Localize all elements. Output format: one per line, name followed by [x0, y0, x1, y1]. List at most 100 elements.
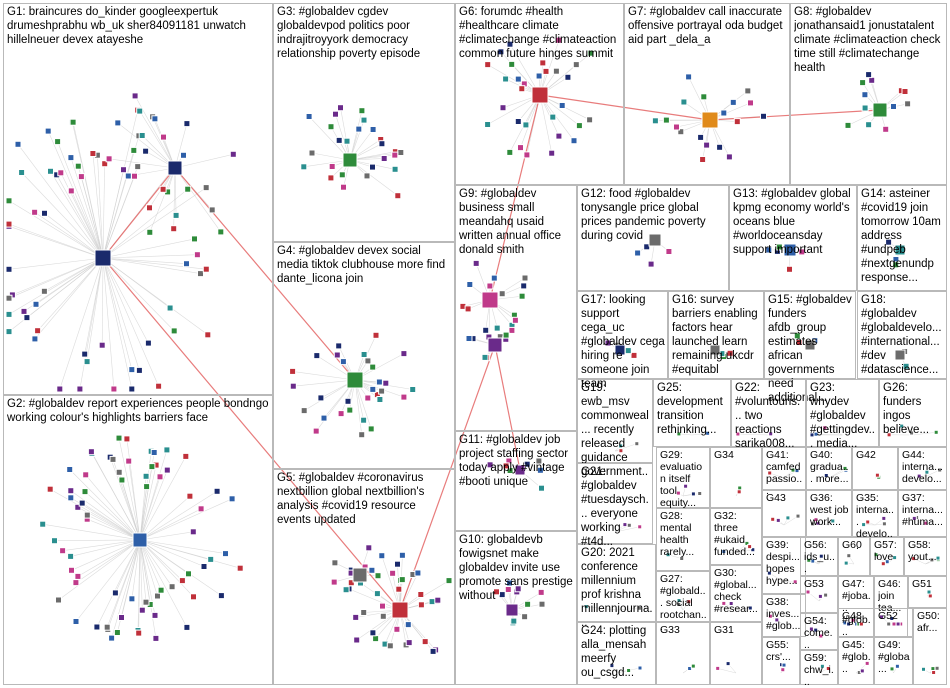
group-box-g60: G60: [838, 537, 870, 576]
group-label-g28: G28: mental health rarely...: [660, 510, 707, 558]
group-box-g49: G49: #globa...: [874, 637, 913, 685]
group-label-g22: G22: #voluntouris... two reactions sarik…: [735, 381, 803, 451]
group-box-g9: G9: #globaldev business small meandahq u…: [455, 185, 577, 431]
group-label-g13: G13: #globaldev global kpmg economy worl…: [733, 187, 854, 257]
group-box-g55: G55: crs'...: [762, 637, 800, 685]
group-box-g19: G19: ewb_msv commonweal... recently rele…: [577, 379, 653, 463]
group-box-g14: G14: asteiner #covid19 join tomorrow 10a…: [857, 185, 947, 291]
group-box-g24: G24: plotting alla_mensah meerfy ou_csgd…: [577, 622, 656, 685]
group-box-g52: G52: [874, 608, 913, 637]
group-box-g21: G21: #globaldev #tuesdaysch... everyone …: [577, 463, 653, 544]
group-label-g25: G25: development transition rethinking..…: [657, 381, 728, 437]
group-label-g50: G50: afr...: [917, 610, 944, 634]
group-box-g17: G17: looking support cega_uc #globaldev …: [577, 291, 668, 379]
group-box-g27: G27: #globald... social rootchan...: [656, 571, 710, 622]
group-label-g4: G4: #globaldev devex social media tiktok…: [277, 244, 452, 286]
group-label-g6: G6: forumdc #health #healthcare climate …: [459, 5, 621, 61]
group-label-g37: G37: interna... #huma...: [902, 492, 944, 528]
group-label-g57: G57: love: [874, 539, 901, 563]
group-box-g1: G1: braincures do_kinder googleexpertuk …: [3, 3, 273, 395]
group-label-g17: G17: looking support cega_uc #globaldev …: [581, 293, 665, 391]
group-label-g42: G42: [856, 449, 895, 461]
group-box-g48: G48: [838, 608, 874, 637]
group-label-g56: G56: ids_u...: [804, 539, 835, 575]
group-label-g30: G30: #global... check #resear...: [714, 567, 759, 615]
group-label-g7: G7: #globaldev call inaccurate offensive…: [628, 5, 787, 47]
group-box-g57: G57: love: [870, 537, 904, 576]
group-label-g43: G43: [766, 492, 803, 504]
group-box-g54: G54: come...: [800, 613, 838, 650]
group-box-g12: G12: food #globaldev tonysangle price gl…: [577, 185, 729, 291]
group-box-g36: G36: west job work...: [806, 490, 852, 537]
group-box-g53: G53: [800, 576, 838, 613]
group-label-g39: G39: despi... hopes hype...: [766, 539, 803, 587]
group-label-g38: G38: inves... #glob...: [766, 596, 803, 632]
group-label-g5: G5: #globaldev #coronavirus nextbillion …: [277, 471, 452, 527]
group-label-g49: G49: #globa...: [878, 639, 910, 675]
group-label-g18: G18: #globaldev #globaldevelo... #intern…: [861, 293, 944, 377]
group-label-g23: G23: whydev #globaldev #gettingdev... me…: [810, 381, 876, 451]
group-box-g59: G59: chw_i...: [800, 650, 838, 685]
group-label-g51: G51: [912, 578, 944, 590]
group-label-g53: G53: [804, 578, 835, 590]
group-box-g11: G11: #globaldev job project staffing sec…: [455, 431, 577, 531]
group-box-g20: G20: 2021 conference millennium prof kri…: [577, 544, 656, 622]
group-label-g21: G21: #globaldev #tuesdaysch... everyone …: [581, 465, 650, 549]
group-box-g56: G56: ids_u...: [800, 537, 838, 576]
group-label-g58: G58: yout...: [908, 539, 944, 563]
group-label-g29: G29: evaluation itself tool equity...: [660, 449, 707, 509]
group-box-g42: G42: [852, 447, 898, 490]
group-label-g12: G12: food #globaldev tonysangle price gl…: [581, 187, 726, 243]
group-label-g52: G52: [878, 610, 910, 622]
group-label-g44: G44: interna... develo...: [902, 449, 944, 485]
group-box-g4: G4: #globaldev devex social media tiktok…: [273, 242, 455, 469]
group-box-g35: G35: interna... develo...: [852, 490, 898, 537]
group-label-g45: G45: #glob...: [842, 639, 871, 675]
group-label-g24: G24: plotting alla_mensah meerfy ou_csgd…: [581, 624, 653, 680]
group-label-g32: G32: three #ukaid funded...: [714, 510, 759, 558]
group-label-g16: G16: survey barriers enabling factors he…: [672, 293, 761, 377]
group-box-g2: G2: #globaldev report experiences people…: [3, 395, 273, 685]
group-label-g54: G54: come...: [804, 615, 835, 651]
group-label-g14: G14: asteiner #covid19 join tomorrow 10a…: [861, 187, 944, 285]
group-box-g7: G7: #globaldev call inaccurate offensive…: [624, 3, 790, 185]
group-box-g41: G41: camfed passio...: [762, 447, 806, 490]
group-box-g8: G8: #globaldev jonathansaid1 jonustatale…: [790, 3, 947, 185]
group-label-g59: G59: chw_i...: [804, 652, 835, 688]
group-box-g22: G22: #voluntouris... two reactions sarik…: [731, 379, 806, 447]
group-label-g31: G31: [714, 624, 759, 636]
group-box-g34: G34: [710, 447, 762, 508]
group-box-g26: G26: funders ingos believe...: [879, 379, 947, 447]
group-box-g33: G33: [656, 622, 710, 685]
group-box-g25: G25: development transition rethinking..…: [653, 379, 731, 447]
group-label-g26: G26: funders ingos believe...: [883, 381, 944, 437]
group-box-g30: G30: #global... check #resear...: [710, 565, 762, 622]
group-box-g3: G3: #globaldev cgdev globaldevpod politi…: [273, 3, 455, 242]
group-label-g33: G33: [660, 624, 707, 636]
group-label-g8: G8: #globaldev jonathansaid1 jonustatale…: [794, 5, 944, 75]
group-label-g34: G34: [714, 449, 759, 461]
group-box-g45: G45: #glob...: [838, 637, 874, 685]
group-label-g2: G2: #globaldev report experiences people…: [7, 397, 270, 425]
group-label-g10: G10: globaldevb fowigsnet make globaldev…: [459, 533, 574, 603]
group-label-g9: G9: #globaldev business small meandahq u…: [459, 187, 574, 257]
group-label-g36: G36: west job work...: [810, 492, 849, 528]
group-box-g51: G51: [908, 576, 947, 608]
group-box-g16: G16: survey barriers enabling factors he…: [668, 291, 764, 379]
group-label-g55: G55: crs'...: [766, 639, 797, 663]
group-box-g15: G15: #globaldev funders afdb_group estim…: [764, 291, 856, 379]
group-box-g18: G18: #globaldev #globaldevelo... #intern…: [857, 291, 947, 379]
group-box-g32: G32: three #ukaid funded...: [710, 508, 762, 565]
group-box-g29: G29: evaluation itself tool equity...: [656, 447, 710, 508]
group-box-g40: G40: gradua... more...: [806, 447, 852, 490]
group-box-g58: G58: yout...: [904, 537, 947, 576]
group-box-g28: G28: mental health rarely...: [656, 508, 710, 571]
group-box-g50: G50: afr...: [913, 608, 947, 685]
group-label-g40: G40: gradua... more...: [810, 449, 849, 485]
group-label-g20: G20: 2021 conference millennium prof kri…: [581, 546, 653, 630]
group-box-g23: G23: whydev #globaldev #gettingdev... me…: [806, 379, 879, 447]
group-box-g43: G43: [762, 490, 806, 537]
group-box-g37: G37: interna... #huma...: [898, 490, 947, 537]
group-label-g1: G1: braincures do_kinder googleexpertuk …: [7, 5, 270, 47]
